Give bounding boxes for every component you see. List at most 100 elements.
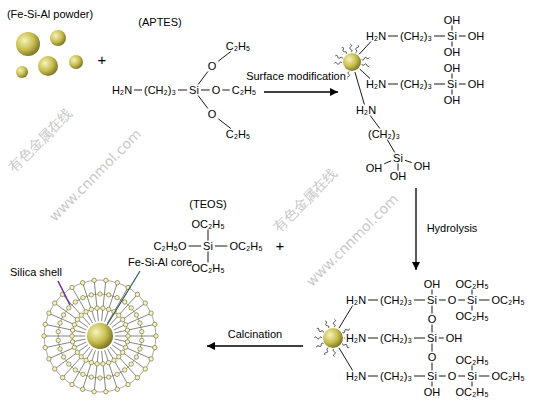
chemical-bond — [387, 140, 395, 153]
surface-hair — [347, 72, 350, 80]
chemical-bond — [479, 300, 490, 301]
shell-atom — [143, 367, 147, 371]
shell-atom — [58, 347, 62, 351]
shell-atom — [134, 355, 138, 359]
shell-atom — [107, 293, 111, 297]
surface-hair — [335, 55, 342, 58]
leader-line — [58, 281, 70, 305]
shell-bond — [110, 347, 139, 379]
atom-label: Si — [393, 152, 403, 165]
atom-label: O — [428, 351, 437, 364]
atom-label: OC₂H₅ — [455, 354, 488, 367]
chemical-bond — [439, 300, 446, 301]
atom-label: H₂N — [346, 294, 366, 307]
atom-label: Si — [427, 294, 437, 307]
shell-atom — [149, 311, 153, 315]
chemical-bond — [432, 344, 433, 352]
shell-atom — [89, 293, 93, 297]
powder-particle — [16, 32, 40, 56]
shell-atom — [72, 345, 76, 349]
atom-label: OC₂H₅ — [455, 278, 488, 291]
watermark: www.cnnmol.com — [46, 126, 145, 225]
surface-hair — [342, 47, 347, 53]
atom-label: (CH₂)₃ — [400, 30, 432, 43]
watermark: 有色金属在线 — [270, 165, 341, 236]
shell-bond — [44, 280, 156, 392]
shell-bond — [94, 351, 98, 394]
shell-atom — [154, 334, 158, 338]
chemical-bond — [458, 376, 465, 377]
stage-label: (APTES) — [138, 16, 181, 29]
shell-atom — [125, 328, 129, 332]
shell-atom — [73, 300, 77, 304]
reaction-stage: H₂N(CH₂)₃SiOHOHOHH₂N(CH₂)₃SiOHOHOHH₂N(CH… — [340, 4, 490, 186]
chemical-bond — [439, 376, 446, 377]
shell-atom — [115, 372, 119, 376]
shell-atom — [72, 322, 76, 326]
shell-atom — [104, 389, 108, 393]
chemical-bond — [339, 306, 353, 329]
surface-hairs — [314, 44, 369, 356]
atom-label: Si — [467, 370, 477, 383]
watermark: 有色金属在线 — [5, 105, 76, 176]
reaction-arrow — [207, 345, 303, 346]
surface-hair — [362, 57, 370, 60]
atom-label: Si — [447, 30, 457, 43]
shell-bond — [110, 293, 139, 325]
shell-atom — [106, 307, 110, 311]
shell-atom — [126, 382, 130, 386]
powder-particles — [16, 30, 83, 78]
leader-line — [107, 271, 140, 325]
surface-hair — [350, 44, 352, 52]
shell-bond — [112, 302, 147, 327]
chemical-bond — [414, 376, 425, 377]
chemical-bond — [215, 246, 228, 247]
shell-atom — [126, 334, 130, 338]
shell-atom — [107, 375, 111, 379]
chemical-bond — [359, 42, 371, 55]
shell-atom — [58, 321, 62, 325]
plus-sign: + — [98, 52, 107, 68]
plus-sign: + — [276, 238, 285, 254]
shell-bond — [43, 324, 85, 333]
chemical-bond — [222, 90, 229, 91]
shell-atom — [80, 387, 84, 391]
shell-atom — [67, 362, 71, 366]
modified-particle — [343, 53, 361, 71]
shell-atom — [95, 362, 99, 366]
atom-label: O — [448, 370, 457, 383]
chemical-bond — [370, 116, 380, 129]
shell-atom — [115, 281, 119, 285]
shell-atom — [134, 313, 138, 317]
surface-hair — [355, 45, 358, 52]
shell-atom — [104, 278, 108, 282]
part-label: Silica shell — [10, 266, 62, 279]
shell-atom — [115, 295, 119, 299]
atom-label: O — [212, 84, 221, 97]
atom-label: (CH₂)₃ — [380, 294, 412, 307]
shell-bond — [105, 281, 118, 322]
chemical-bond — [432, 363, 433, 371]
surface-hair — [343, 344, 350, 348]
chemical-bond — [434, 84, 445, 85]
chemical-bond — [189, 246, 202, 247]
atom-label: C₂H₅O — [153, 240, 186, 253]
atom-label: H₂N — [346, 332, 366, 345]
atom-label: H₂N — [346, 370, 366, 383]
shell-atom — [123, 345, 127, 349]
shell-bond — [53, 345, 88, 370]
powder-particle — [38, 56, 58, 76]
atom-label: OH — [444, 62, 461, 75]
core-particle — [87, 323, 113, 349]
atom-label: Si — [203, 240, 213, 253]
atom-label: OH — [444, 14, 461, 27]
surface-hair — [314, 337, 322, 339]
shell-atom — [60, 375, 64, 379]
shell-atom — [81, 372, 85, 376]
powder-particle — [16, 66, 28, 78]
shell-atom — [52, 301, 56, 305]
chemical-bond — [368, 376, 378, 377]
atom-label: OH — [446, 332, 463, 345]
shell-bond — [105, 350, 118, 391]
